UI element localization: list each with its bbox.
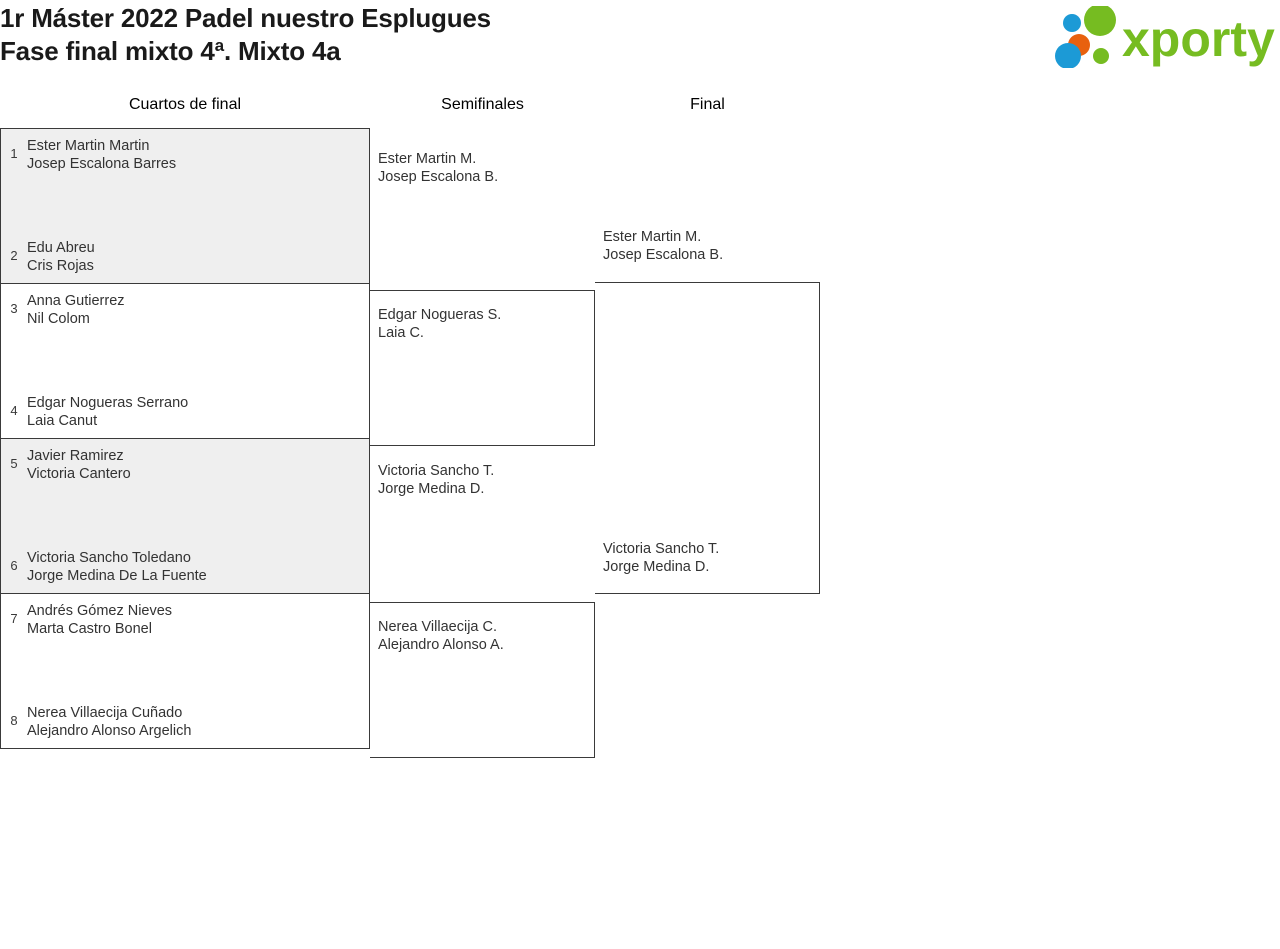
team-names: Anna Gutierrez Nil Colom bbox=[27, 292, 125, 328]
team-names: Victoria Sancho Toledano Jorge Medina De… bbox=[27, 549, 207, 585]
tournament-phase: Fase final mixto 4ª. Mixto 4a bbox=[0, 36, 341, 66]
player-name: Cris Rojas bbox=[27, 258, 94, 274]
bracket-connector bbox=[370, 602, 595, 758]
bracket-connector bbox=[595, 282, 820, 594]
team-names: Ester Martin Martin Josep Escalona Barre… bbox=[27, 137, 176, 173]
round-column-quarterfinals: 1 Ester Martin Martin Josep Escalona Bar… bbox=[0, 128, 370, 749]
player-name: Victoria Sancho Toledano bbox=[27, 550, 191, 566]
team-slot[interactable]: Victoria Sancho T. Jorge Medina D. bbox=[603, 540, 719, 576]
player-name: Josep Escalona B. bbox=[378, 169, 499, 185]
match-box-qf-4[interactable]: 7 Andrés Gómez Nieves Marta Castro Bonel… bbox=[0, 593, 370, 749]
tournament-name: 1r Máster 2022 Padel nuestro Esplugues bbox=[0, 3, 491, 33]
player-name: Edu Abreu bbox=[27, 240, 95, 256]
seed-number: 2 bbox=[10, 248, 18, 263]
player-name: Andrés Gómez Nieves bbox=[27, 603, 173, 619]
team-slot[interactable]: Ester Martin M. Josep Escalona B. bbox=[378, 150, 498, 186]
player-name: Victoria Cantero bbox=[27, 466, 131, 482]
round-header-final: Final bbox=[690, 96, 725, 113]
player-name: Nerea Villaecija C. bbox=[378, 619, 498, 635]
team-names: Edgar Nogueras Serrano Laia Canut bbox=[27, 394, 188, 430]
match-box-qf-2[interactable]: 3 Anna Gutierrez Nil Colom 4 Edgar Nogue… bbox=[0, 283, 370, 439]
player-name: Javier Ramirez bbox=[27, 448, 124, 464]
seed-number: 5 bbox=[10, 456, 18, 471]
team-slot[interactable]: 2 Edu Abreu Cris Rojas bbox=[1, 239, 369, 279]
team-names: Edu Abreu Cris Rojas bbox=[27, 239, 95, 275]
seed-number: 4 bbox=[10, 403, 18, 418]
player-name: Edgar Nogueras S. bbox=[378, 307, 502, 323]
team-names: Nerea Villaecija Cuñado Alejandro Alonso… bbox=[27, 704, 191, 740]
player-name: Nil Colom bbox=[27, 311, 90, 327]
player-name: Alejandro Alonso Argelich bbox=[27, 723, 192, 739]
xporty-logo-icon: xporty bbox=[1055, 6, 1275, 68]
bracket-connector bbox=[370, 290, 595, 446]
round-header-quarterfinals: Cuartos de final bbox=[128, 96, 242, 113]
seed-number: 7 bbox=[10, 611, 18, 626]
player-name: Jorge Medina D. bbox=[603, 559, 710, 575]
player-name: Josep Escalona Barres bbox=[27, 156, 177, 172]
xporty-wordmark: xporty bbox=[1122, 11, 1275, 67]
team-slot[interactable]: Ester Martin M. Josep Escalona B. bbox=[603, 228, 723, 264]
player-name: Victoria Sancho T. bbox=[378, 463, 495, 479]
team-slot[interactable]: 7 Andrés Gómez Nieves Marta Castro Bonel bbox=[1, 602, 369, 642]
team-slot[interactable]: 4 Edgar Nogueras Serrano Laia Canut bbox=[1, 394, 369, 434]
player-name: Jorge Medina De La Fuente bbox=[27, 568, 207, 584]
team-slot[interactable]: 1 Ester Martin Martin Josep Escalona Bar… bbox=[1, 137, 369, 177]
player-name: Victoria Sancho T. bbox=[603, 541, 720, 557]
player-name: Josep Escalona B. bbox=[603, 247, 724, 263]
team-slot[interactable]: 3 Anna Gutierrez Nil Colom bbox=[1, 292, 369, 332]
match-box-sf-2[interactable]: Victoria Sancho T. Jorge Medina D. Nerea… bbox=[370, 440, 595, 758]
team-names: Andrés Gómez Nieves Marta Castro Bonel bbox=[27, 602, 172, 638]
seed-number: 1 bbox=[10, 146, 18, 161]
player-name: Anna Gutierrez bbox=[27, 293, 125, 309]
match-box-final[interactable]: Ester Martin M. Josep Escalona B. Victor… bbox=[595, 128, 820, 752]
match-box-qf-3[interactable]: 5 Javier Ramirez Victoria Cantero 6 Vict… bbox=[0, 438, 370, 594]
match-box-sf-1[interactable]: Ester Martin M. Josep Escalona B. Edgar … bbox=[370, 128, 595, 446]
round-column-final: Ester Martin M. Josep Escalona B. Victor… bbox=[595, 128, 820, 752]
team-slot[interactable]: Victoria Sancho T. Jorge Medina D. bbox=[378, 462, 494, 498]
round-header-semifinals: Semifinales bbox=[441, 96, 524, 113]
player-name: Laia C. bbox=[378, 325, 424, 341]
page-title: 1r Máster 2022 Padel nuestro Esplugues F… bbox=[0, 2, 760, 68]
xporty-logo[interactable]: xporty bbox=[1054, 6, 1278, 68]
seed-number: 3 bbox=[10, 301, 18, 316]
match-box-qf-1[interactable]: 1 Ester Martin Martin Josep Escalona Bar… bbox=[0, 128, 370, 284]
team-slot[interactable]: 6 Victoria Sancho Toledano Jorge Medina … bbox=[1, 549, 369, 589]
page-header: 1r Máster 2022 Padel nuestro Esplugues F… bbox=[0, 0, 1280, 86]
team-names: Javier Ramirez Victoria Cantero bbox=[27, 447, 131, 483]
player-name: Laia Canut bbox=[27, 413, 98, 429]
seed-number: 6 bbox=[10, 558, 18, 573]
round-column-semifinals: Ester Martin M. Josep Escalona B. Edgar … bbox=[370, 128, 595, 758]
player-name: Jorge Medina D. bbox=[378, 481, 485, 497]
player-name: Ester Martin M. bbox=[603, 229, 702, 245]
player-name: Nerea Villaecija Cuñado bbox=[27, 705, 183, 721]
player-name: Marta Castro Bonel bbox=[27, 621, 152, 637]
team-slot[interactable]: Nerea Villaecija C. Alejandro Alonso A. bbox=[378, 618, 504, 654]
player-name: Ester Martin M. bbox=[378, 151, 477, 167]
team-slot[interactable]: Edgar Nogueras S. Laia C. bbox=[378, 306, 501, 342]
tournament-bracket: Cuartos de final Semifinales Final 1 Est… bbox=[0, 86, 1280, 949]
player-name: Ester Martin Martin bbox=[27, 138, 150, 154]
seed-number: 8 bbox=[10, 713, 18, 728]
player-name: Alejandro Alonso A. bbox=[378, 637, 504, 653]
player-name: Edgar Nogueras Serrano bbox=[27, 395, 189, 411]
team-slot[interactable]: 5 Javier Ramirez Victoria Cantero bbox=[1, 447, 369, 487]
team-slot[interactable]: 8 Nerea Villaecija Cuñado Alejandro Alon… bbox=[1, 704, 369, 744]
